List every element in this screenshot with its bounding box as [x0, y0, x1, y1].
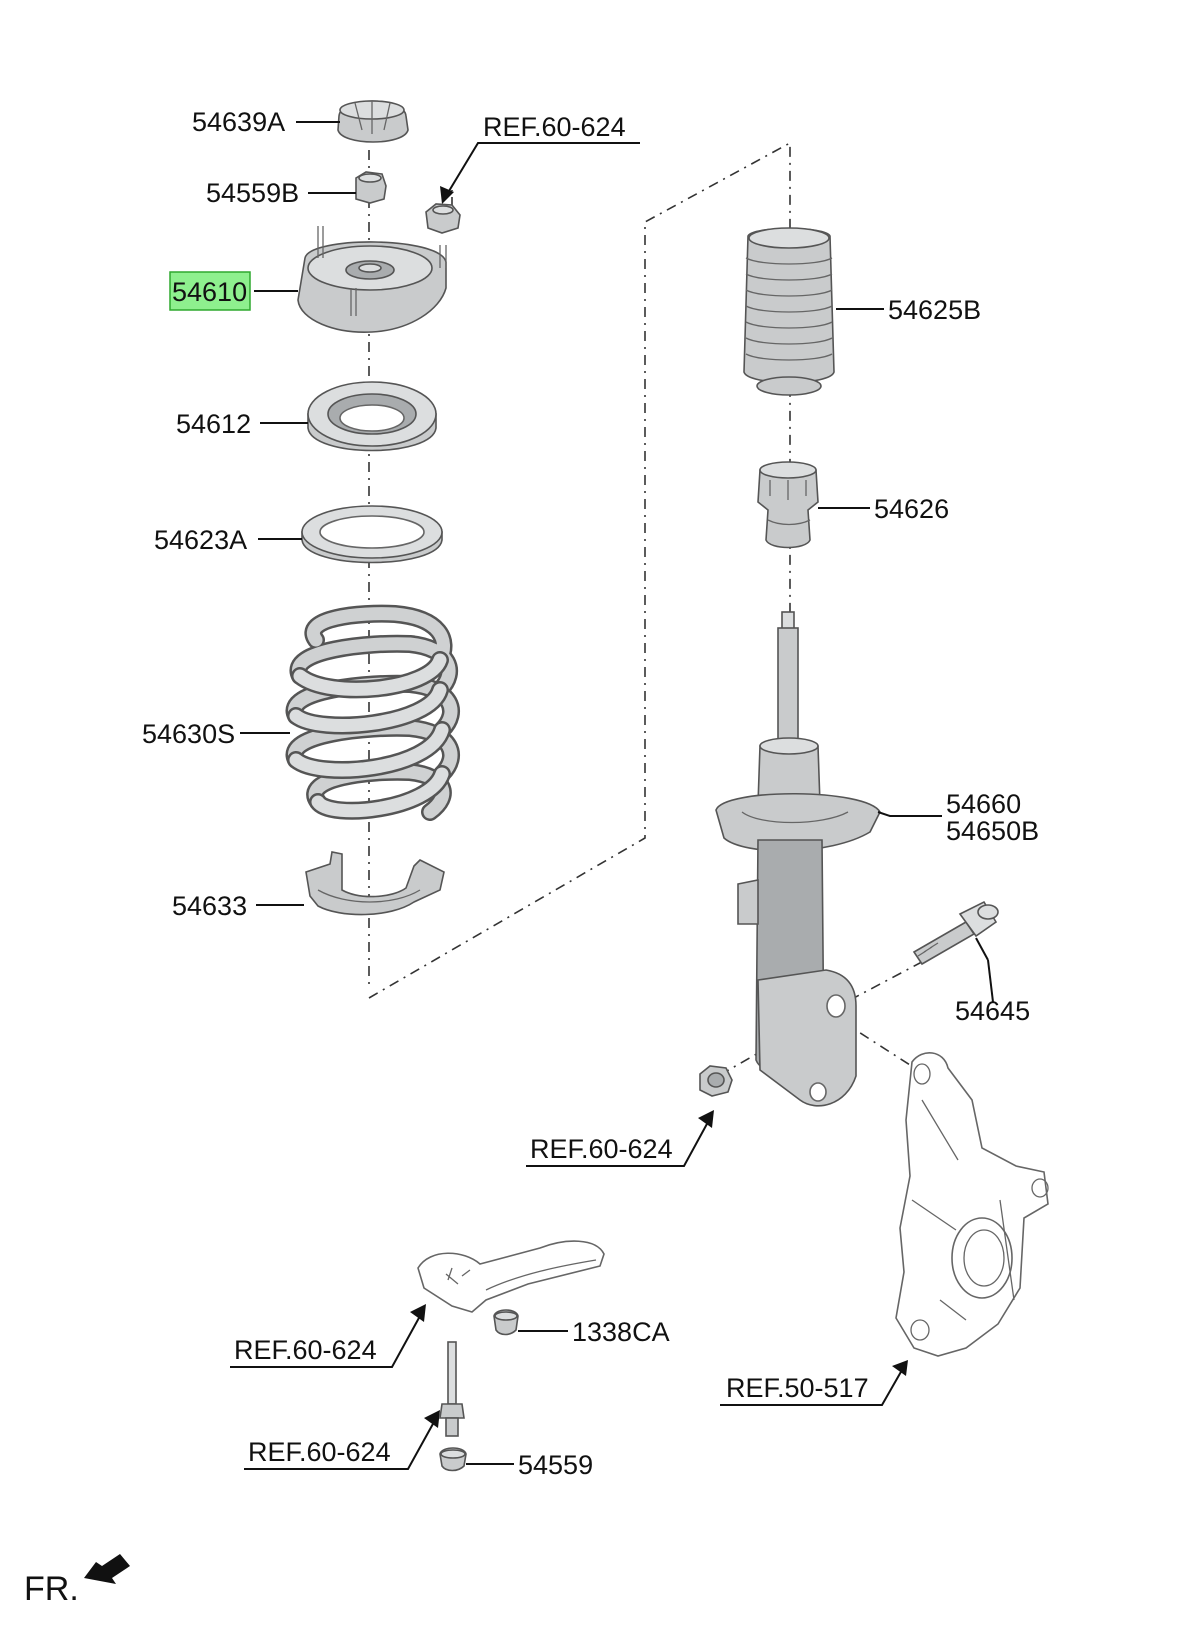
bracket-bolt [439, 1341, 465, 1437]
label-dust-cover[interactable]: 54625B [888, 295, 981, 325]
label-bracket-lower-nut[interactable]: 54559 [518, 1450, 593, 1480]
label-coil-spring[interactable]: 54630S [142, 719, 235, 749]
lower-spring-pad [305, 851, 445, 916]
front-indicator-label: FR. [24, 1570, 79, 1608]
label-ref-bracket[interactable]: REF.60-624 [234, 1335, 377, 1365]
label-lower-spring-pad[interactable]: 54633 [172, 891, 247, 921]
bearing [307, 381, 437, 452]
steering-knuckle [895, 1052, 1049, 1357]
label-ref-top-nut[interactable]: REF.60-624 [483, 112, 626, 142]
bracket-lower-nut [439, 1447, 467, 1472]
top-mount-cap [337, 100, 409, 143]
strut-assembly [715, 611, 881, 1107]
ref-top-nut-part [425, 203, 461, 234]
bumper-stopper [757, 461, 819, 549]
knuckle-bolt [912, 900, 999, 966]
mounting-insulator [297, 226, 447, 333]
label-top-nut[interactable]: 54559B [206, 178, 299, 208]
label-bracket-nut[interactable]: 1338CA [572, 1317, 670, 1347]
label-ref-knuckle[interactable]: REF.50-517 [726, 1373, 869, 1403]
label-upper-spring-pad[interactable]: 54623A [154, 525, 247, 555]
label-ref-knuckle-nut[interactable]: REF.60-624 [530, 1134, 673, 1164]
label-mounting-insulator[interactable]: 54610 [172, 277, 247, 307]
upper-spring-pad [301, 505, 443, 564]
leader-lines [230, 121, 994, 1470]
label-ref-bracket-bolt[interactable]: REF.60-624 [248, 1437, 391, 1467]
label-strut-assembly-b[interactable]: 54650B [946, 816, 1039, 846]
top-nut [355, 171, 387, 204]
centerlines [368, 141, 936, 1076]
coil-spring [285, 604, 460, 821]
label-knuckle-bolt[interactable]: 54645 [955, 996, 1030, 1026]
label-strut-assembly-a[interactable]: 54660 [946, 789, 1021, 819]
label-top-mount-cap[interactable]: 54639A [192, 107, 285, 137]
knuckle-nut [699, 1065, 733, 1097]
label-bearing[interactable]: 54612 [176, 409, 251, 439]
bracket-nut [493, 1309, 519, 1336]
bracket [417, 1240, 605, 1313]
front-arrow-icon [84, 1554, 130, 1584]
leader-arrowheads [410, 186, 908, 1428]
dust-cover [743, 227, 835, 396]
highlight-box [169, 271, 251, 311]
label-bumper-stopper[interactable]: 54626 [874, 494, 949, 524]
